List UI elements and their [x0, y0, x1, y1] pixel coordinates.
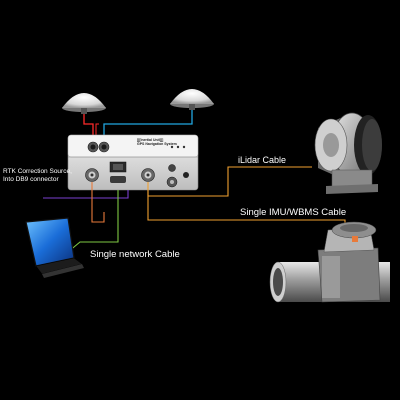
gnss-right-cable — [103, 110, 193, 140]
navigation-unit — [67, 134, 199, 191]
imu-mount-icon — [269, 221, 390, 303]
rtk-cable — [43, 190, 129, 199]
device-brand: [[[Inertial Unit]]] GPS Navigation Syste… — [137, 138, 177, 146]
imu-cable-label: Single IMU/WBMS Cable — [240, 207, 347, 218]
rtk-source-label: RTK Correction Source, Into DB9 connecto… — [3, 168, 72, 184]
network-cable-label: Single network Cable — [90, 249, 180, 260]
ilidar-cable-label: iLidar Cable — [238, 155, 287, 165]
rtk-source-label-line2: Into DB9 connector — [3, 176, 59, 183]
network-cable — [67, 190, 119, 253]
rtk-source-label-line1: RTK Correction Source, — [3, 168, 72, 175]
gnss-left-cable — [83, 114, 94, 140]
gnss-antenna-icon — [170, 89, 214, 110]
power-cable — [91, 182, 105, 223]
device-brand-line2: GPS Navigation System — [137, 142, 177, 146]
ilidar-sensor-icon — [314, 112, 382, 194]
gnss-left-cable-2 — [95, 123, 99, 140]
gnss-antenna-icon — [62, 93, 106, 114]
device-brand-line1: [[[Inertial Unit]]] — [137, 138, 164, 142]
laptop-icon — [25, 217, 84, 278]
